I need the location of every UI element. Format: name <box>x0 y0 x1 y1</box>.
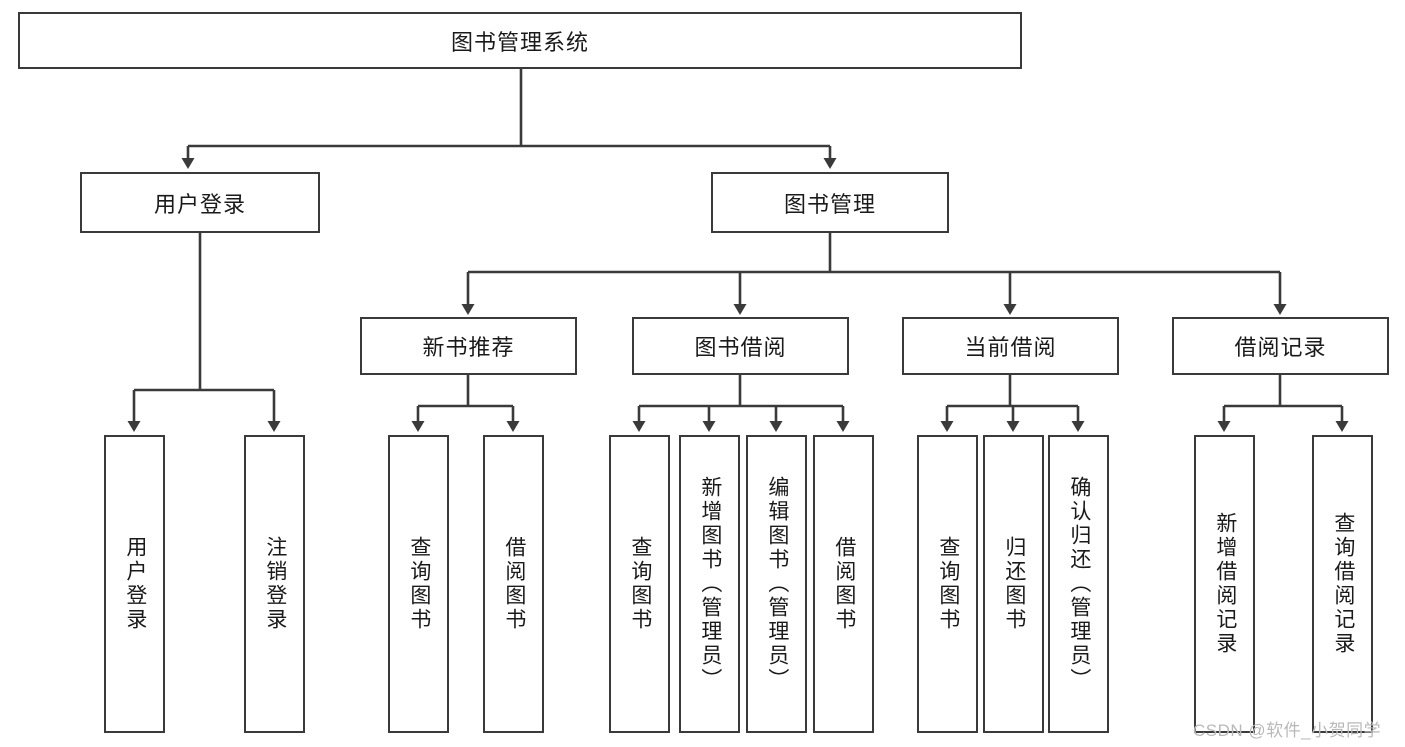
leaf-current-borrow-confirm-return-admin[interactable]: 确认归还（管理员） <box>1048 435 1109 733</box>
leaf-current-borrow-query-book[interactable]: 查询图书 <box>917 435 978 733</box>
node-book-management[interactable]: 图书管理 <box>711 172 949 233</box>
node-label: 新增图书（管理员） <box>698 476 722 692</box>
node-new-book-recommend[interactable]: 新书推荐 <box>360 317 577 375</box>
node-label: 用户登录 <box>153 191 246 217</box>
leaf-book-borrow-borrow-book[interactable]: 借阅图书 <box>813 435 874 733</box>
leaf-borrow-record-add-record[interactable]: 新增借阅记录 <box>1194 435 1255 733</box>
leaf-book-borrow-edit-book-admin[interactable]: 编辑图书（管理员） <box>746 435 807 733</box>
node-label: 借阅图书 <box>502 536 526 632</box>
node-label: 新增借阅记录 <box>1213 512 1237 656</box>
leaf-user-login-login[interactable]: 用户登录 <box>104 435 165 733</box>
node-label: 查询借阅记录 <box>1331 512 1355 656</box>
leaf-book-borrow-add-book-admin[interactable]: 新增图书（管理员） <box>679 435 740 733</box>
node-label: 借阅记录 <box>1234 335 1327 360</box>
node-label: 确认归还（管理员） <box>1067 476 1091 692</box>
node-label: 新书推荐 <box>422 335 515 360</box>
node-label: 图书管理系统 <box>450 29 589 55</box>
node-label: 归还图书 <box>1002 536 1026 632</box>
node-label: 当前借阅 <box>964 335 1057 360</box>
node-root-library-management-system[interactable]: 图书管理系统 <box>18 12 1022 69</box>
node-user-login[interactable]: 用户登录 <box>80 172 320 233</box>
leaf-user-login-logout[interactable]: 注销登录 <box>244 435 305 733</box>
leaf-new-book-query-book[interactable]: 查询图书 <box>388 435 449 733</box>
node-label: 借阅图书 <box>832 536 856 632</box>
node-label: 查询图书 <box>628 536 652 632</box>
node-label: 图书管理 <box>783 191 876 217</box>
node-label: 图书借阅 <box>694 335 787 360</box>
watermark: CSDN @软件_小贺同学 <box>1193 721 1382 740</box>
node-current-borrow[interactable]: 当前借阅 <box>902 317 1119 375</box>
leaf-borrow-record-query-record[interactable]: 查询借阅记录 <box>1312 435 1373 733</box>
node-label: 查询图书 <box>936 536 960 632</box>
node-book-borrow[interactable]: 图书借阅 <box>632 317 849 375</box>
leaf-book-borrow-query-book[interactable]: 查询图书 <box>609 435 670 733</box>
node-label: 用户登录 <box>123 536 147 632</box>
node-label: 注销登录 <box>263 536 287 632</box>
leaf-new-book-borrow-book[interactable]: 借阅图书 <box>483 435 544 733</box>
node-label: 查询图书 <box>407 536 431 632</box>
node-borrow-record[interactable]: 借阅记录 <box>1172 317 1389 375</box>
node-label: 编辑图书（管理员） <box>765 476 789 692</box>
leaf-current-borrow-return-book[interactable]: 归还图书 <box>983 435 1044 733</box>
